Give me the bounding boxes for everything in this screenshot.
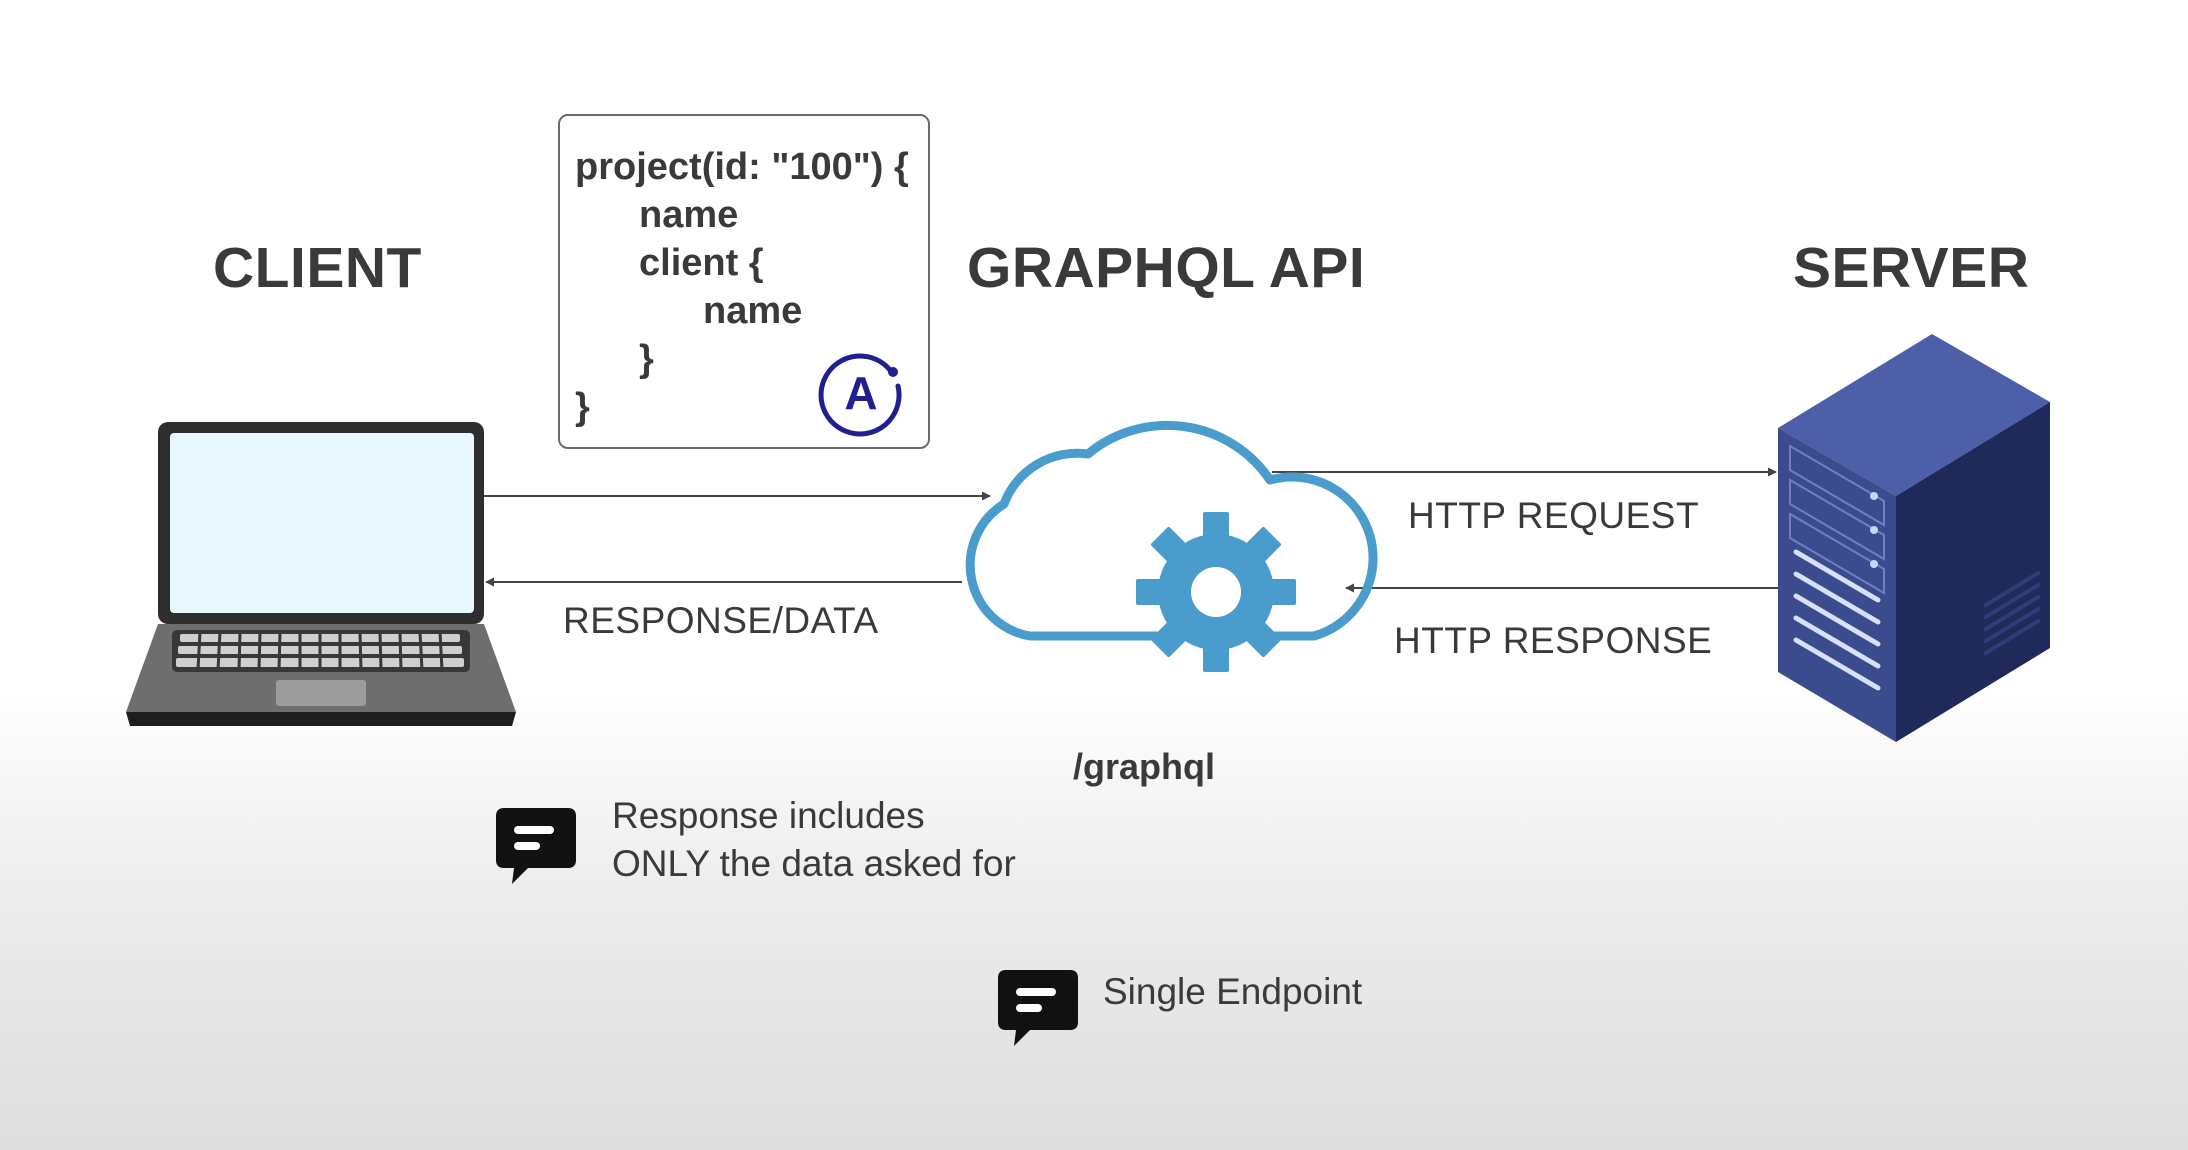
- endpoint-label: /graphql: [1073, 746, 1215, 787]
- apollo-logo-icon: A: [818, 353, 902, 437]
- apollo-letter: A: [844, 367, 877, 419]
- cloud-gear-icon: [965, 420, 1378, 672]
- response-data-label: RESPONSE/DATA: [563, 600, 879, 641]
- server-title: SERVER: [1793, 236, 2030, 300]
- query-code-box: project(id: "100") { name client { name …: [558, 114, 930, 449]
- response-note: Response includes ONLY the data asked fo…: [612, 792, 1016, 888]
- query-line: client {: [639, 242, 764, 284]
- http-response-label: HTTP RESPONSE: [1394, 620, 1713, 661]
- query-line: name: [703, 290, 803, 332]
- query-line: }: [575, 386, 590, 428]
- graphql-api-title: GRAPHQL API: [967, 236, 1366, 300]
- response-note-line2: ONLY the data asked for: [612, 843, 1016, 884]
- server-rack-icon: [1778, 334, 2050, 742]
- single-endpoint-note: Single Endpoint: [1103, 971, 1363, 1012]
- client-title: CLIENT: [213, 236, 422, 300]
- query-line: project(id: "100") {: [575, 146, 909, 188]
- chat-bubble-icon: [998, 970, 1078, 1046]
- http-request-label: HTTP REQUEST: [1408, 495, 1700, 536]
- query-line: name: [639, 194, 739, 236]
- query-line: }: [639, 338, 654, 380]
- chat-bubble-icon: [496, 808, 576, 884]
- response-note-line1: Response includes: [612, 795, 925, 836]
- laptop-icon: [126, 422, 516, 726]
